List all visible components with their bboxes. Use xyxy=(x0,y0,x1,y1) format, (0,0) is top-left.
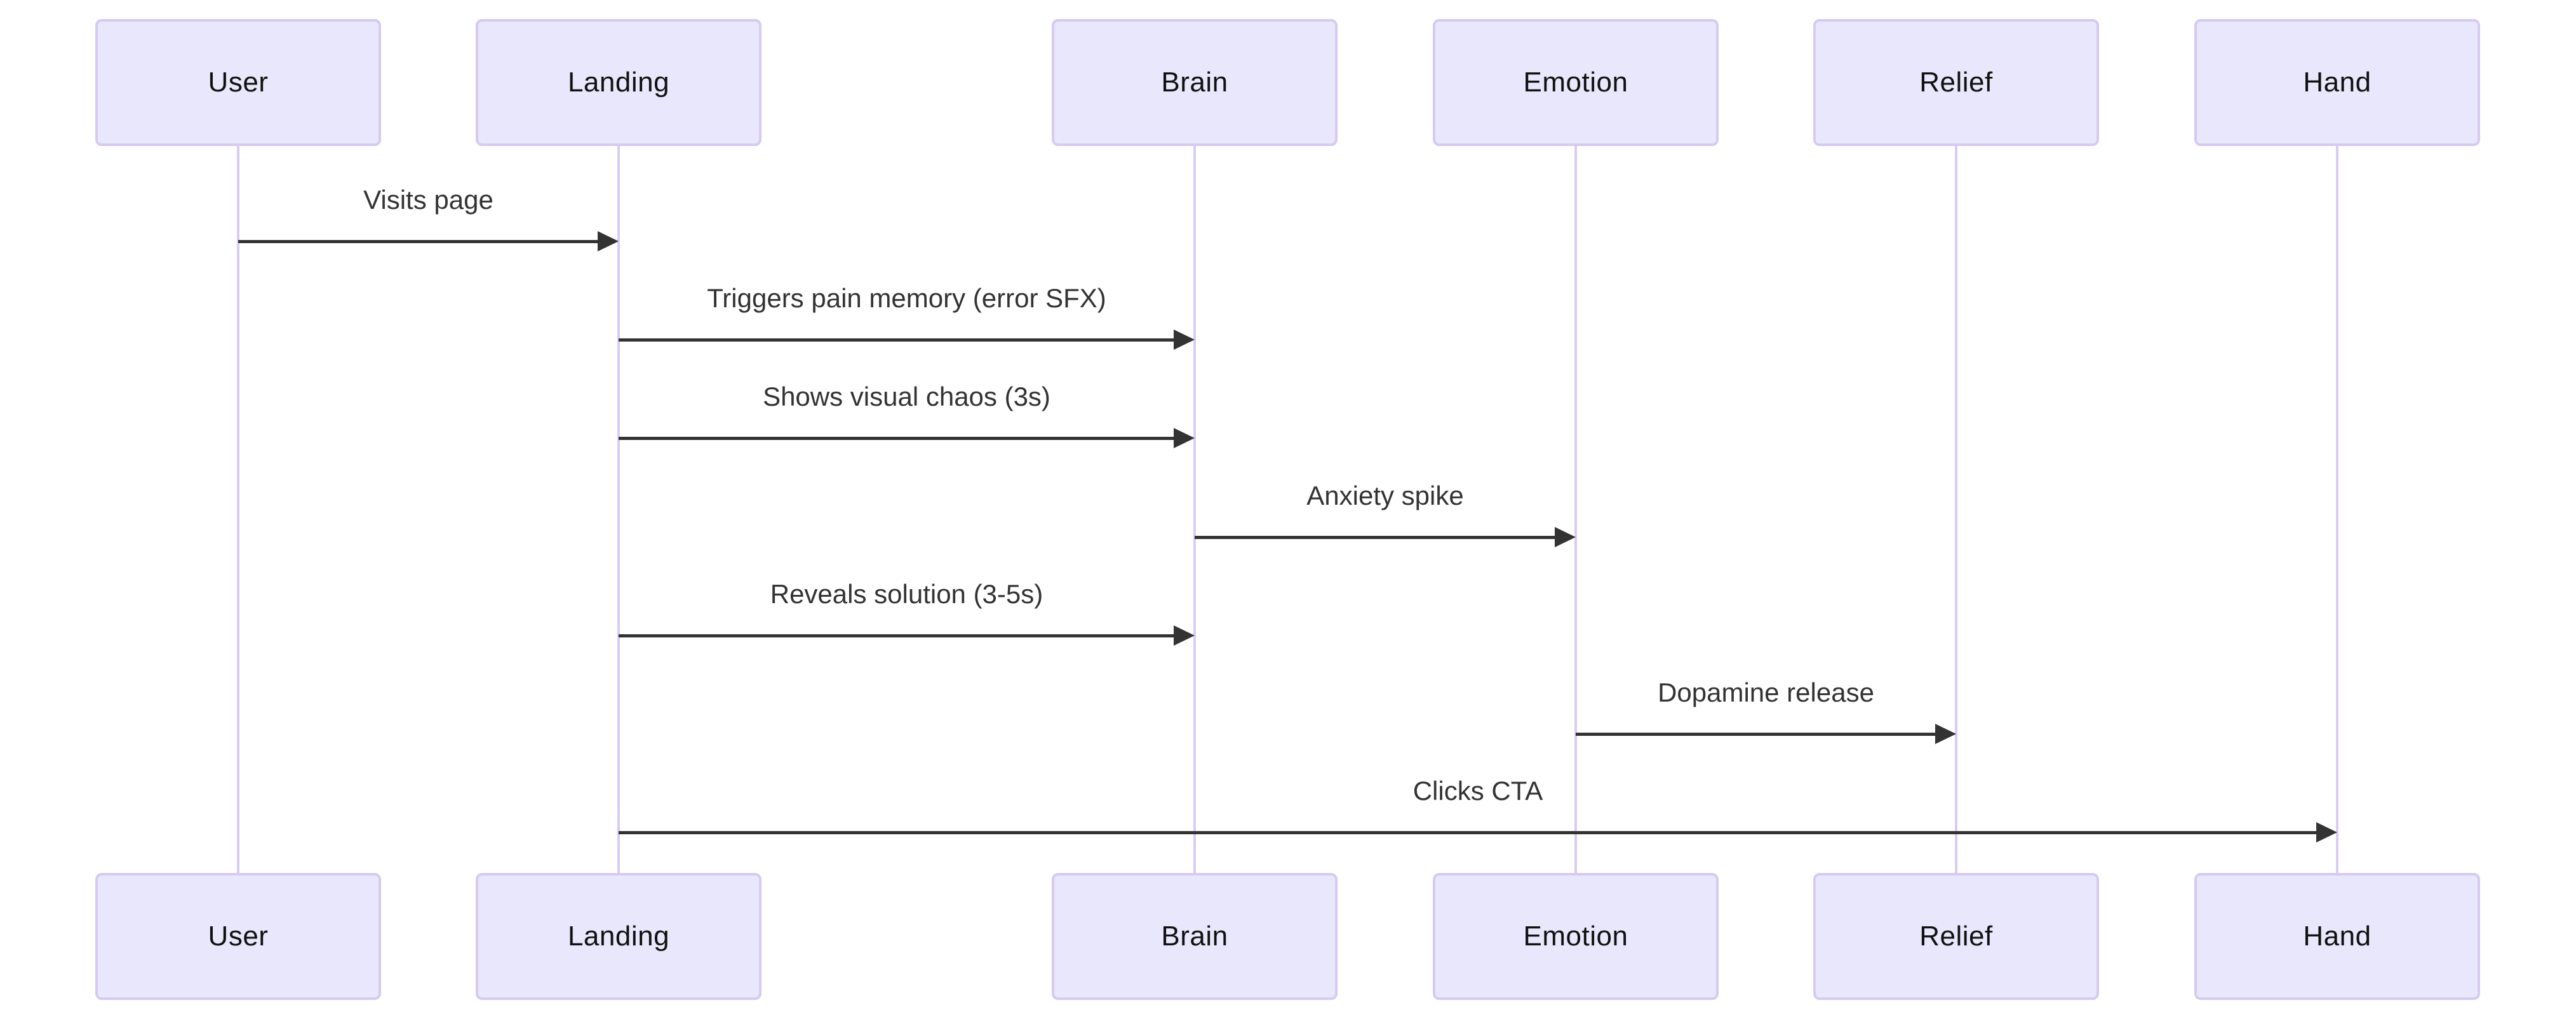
message-label-emotion-relief: Dopamine release xyxy=(1658,677,1874,707)
message-arrowhead-user-landing xyxy=(598,231,619,251)
actor-bottom-relief: Relief xyxy=(1813,873,2099,1000)
lifeline-relief xyxy=(1955,143,1957,876)
message-label-landing-brain: Triggers pain memory (error SFX) xyxy=(707,283,1106,313)
message-arrowhead-landing-brain xyxy=(1174,330,1195,350)
actor-top-user: User xyxy=(95,19,381,146)
actor-bottom-emotion: Emotion xyxy=(1433,873,1719,1000)
message-arrowhead-landing-brain xyxy=(1174,428,1195,448)
lifeline-landing xyxy=(617,143,620,876)
actor-bottom-user: User xyxy=(95,873,381,1000)
message-label-user-landing: Visits page xyxy=(363,185,493,215)
message-label-landing-brain: Shows visual chaos (3s) xyxy=(763,382,1050,411)
message-arrowhead-brain-emotion xyxy=(1555,527,1576,547)
lifeline-hand xyxy=(2336,143,2338,876)
actor-top-landing: Landing xyxy=(476,19,761,146)
actor-label: Emotion xyxy=(1523,67,1628,98)
message-label-brain-emotion: Anxiety spike xyxy=(1306,481,1464,510)
actor-top-relief: Relief xyxy=(1813,19,2099,146)
lifeline-user xyxy=(237,143,239,876)
actor-label: Landing xyxy=(567,67,670,98)
actor-label: Brain xyxy=(1161,921,1228,952)
actor-label: Emotion xyxy=(1523,921,1628,952)
message-line-user-landing xyxy=(238,240,601,243)
message-arrowhead-landing-brain xyxy=(1174,625,1195,646)
actor-bottom-brain: Brain xyxy=(1052,873,1338,1000)
lifeline-emotion xyxy=(1574,143,1577,876)
message-line-brain-emotion xyxy=(1195,536,1559,539)
message-line-landing-brain xyxy=(619,338,1177,342)
message-arrowhead-emotion-relief xyxy=(1935,724,1956,744)
actor-bottom-landing: Landing xyxy=(476,873,761,1000)
message-label-landing-brain: Reveals solution (3-5s) xyxy=(770,579,1043,609)
message-line-landing-brain xyxy=(619,634,1177,637)
message-line-landing-hand xyxy=(619,831,2320,834)
actor-label: Landing xyxy=(567,921,670,952)
actor-label: Relief xyxy=(1919,67,1993,98)
actor-label: Relief xyxy=(1919,921,1993,952)
actor-label: User xyxy=(208,67,269,98)
actor-bottom-hand: Hand xyxy=(2194,873,2480,1000)
message-label-landing-hand: Clicks CTA xyxy=(1412,776,1543,806)
actor-label: Hand xyxy=(2303,67,2371,98)
actor-label: User xyxy=(208,921,269,952)
actor-top-emotion: Emotion xyxy=(1433,19,1719,146)
message-arrowhead-landing-hand xyxy=(2316,822,2337,843)
actor-top-hand: Hand xyxy=(2194,19,2480,146)
actor-top-brain: Brain xyxy=(1052,19,1338,146)
message-line-emotion-relief xyxy=(1576,733,1939,736)
actor-label: Hand xyxy=(2303,921,2371,952)
lifeline-brain xyxy=(1193,143,1196,876)
actor-label: Brain xyxy=(1161,67,1228,98)
message-line-landing-brain xyxy=(619,437,1177,440)
